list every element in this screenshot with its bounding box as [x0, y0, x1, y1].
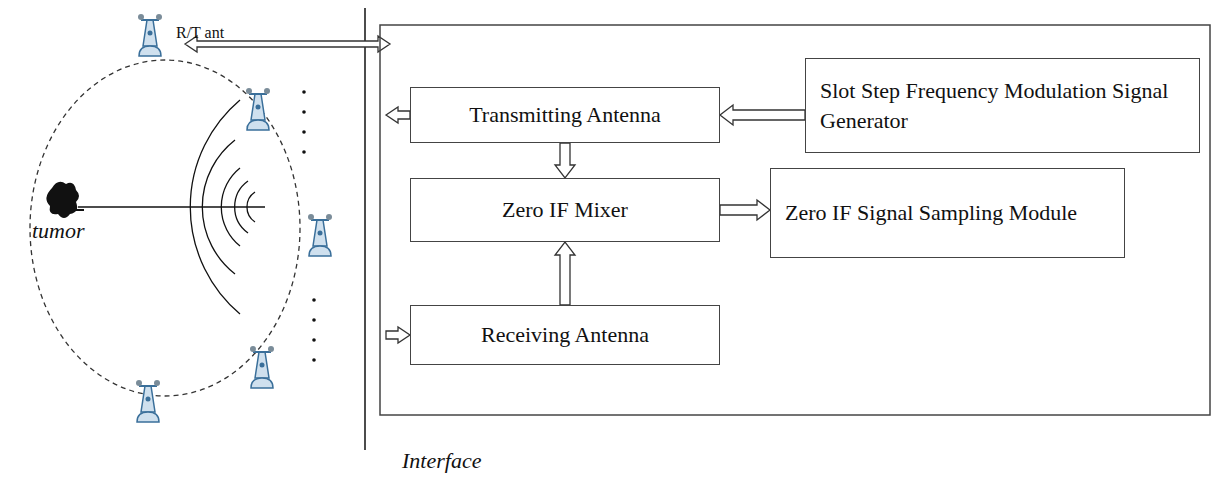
box-text: Receiving Antenna	[481, 320, 649, 350]
antenna	[138, 14, 162, 56]
antenna	[246, 88, 270, 130]
propagation-line	[78, 206, 265, 207]
block-arrow	[720, 105, 805, 125]
ellipsis-dots	[302, 90, 316, 362]
text-label: tumor	[32, 218, 85, 244]
tumor-blob	[46, 182, 79, 218]
sampling-module-box: Zero IF Signal Sampling Module	[770, 168, 1125, 258]
interface-line	[364, 8, 366, 450]
body-outline	[30, 60, 300, 396]
system-housing	[380, 25, 1210, 415]
tx-out-arrow	[386, 107, 410, 123]
box-text: Transmitting Antenna	[469, 100, 661, 130]
antenna	[250, 346, 274, 388]
antenna-box: Receiving Antenna	[410, 305, 720, 365]
text-label: R/T ant	[176, 24, 224, 42]
wavefronts	[190, 100, 255, 314]
mixer-box: Zero IF Mixer	[410, 178, 720, 242]
box-text: Zero IF Mixer	[502, 195, 628, 225]
antenna	[308, 214, 332, 256]
signal-generator-box: Slot Step Frequency Modulation Signal Ge…	[805, 58, 1200, 153]
box-text: Zero IF Signal Sampling Module	[785, 198, 1077, 228]
box-text: Slot Step Frequency Modulation Signal Ge…	[820, 76, 1185, 135]
block-arrow	[720, 200, 770, 220]
antenna-box: Transmitting Antenna	[410, 87, 720, 143]
text-label: Interface	[402, 448, 481, 474]
tumor-pointer	[72, 209, 84, 211]
block-arrow	[555, 143, 575, 178]
block-arrow	[555, 242, 575, 305]
rx-in-arrow	[386, 327, 410, 343]
antenna	[136, 380, 160, 422]
